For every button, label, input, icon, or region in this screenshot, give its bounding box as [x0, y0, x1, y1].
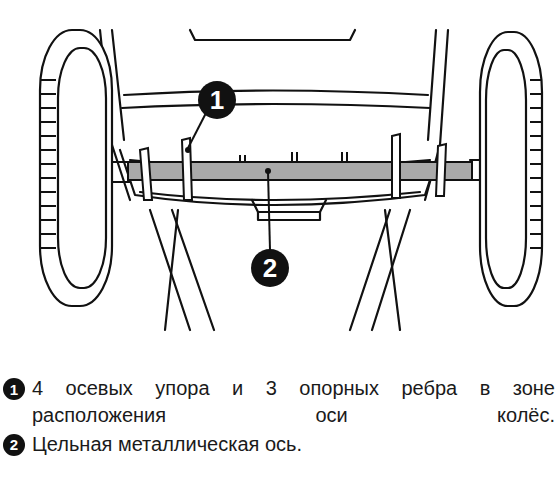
description-text: 4 осевых упора и 3 опорных ребра в зоне … — [32, 375, 555, 429]
callout-text: 1 — [210, 87, 224, 113]
tread-mark — [530, 205, 541, 207]
callout-number: 2 — [3, 434, 25, 456]
callout-number: 1 — [3, 378, 25, 400]
callout-text: 2 — [10, 437, 18, 452]
tread-mark — [530, 219, 541, 221]
tread-mark — [41, 93, 56, 95]
tread-mark — [530, 149, 541, 151]
callout-text: 2 — [263, 255, 277, 281]
description-text: Цельная металлическая ось. — [32, 431, 555, 458]
tread-mark — [530, 93, 541, 95]
tread-mark — [41, 205, 56, 207]
tread-mark — [41, 135, 56, 137]
tread-mark — [41, 79, 56, 81]
tread-mark — [41, 163, 56, 165]
tread-mark — [530, 191, 541, 193]
tread-mark — [41, 233, 56, 235]
tread-mark — [530, 79, 541, 81]
callout-number: 2 — [251, 249, 289, 287]
tread-mark — [41, 107, 56, 109]
tread-mark — [530, 107, 541, 109]
tread-mark — [530, 163, 541, 165]
callout-number: 1 — [198, 81, 236, 119]
callout-text: 1 — [10, 382, 18, 397]
tread-mark — [530, 247, 541, 249]
tread-mark — [41, 149, 56, 151]
tread-mark — [41, 247, 56, 249]
tread-mark — [41, 177, 56, 179]
tread-mark — [41, 121, 56, 123]
tread-mark — [530, 135, 541, 137]
tread-mark — [41, 219, 56, 221]
tread-mark — [530, 233, 541, 235]
tread-mark — [530, 121, 541, 123]
tread-mark — [530, 177, 541, 179]
tread-mark — [41, 191, 56, 193]
